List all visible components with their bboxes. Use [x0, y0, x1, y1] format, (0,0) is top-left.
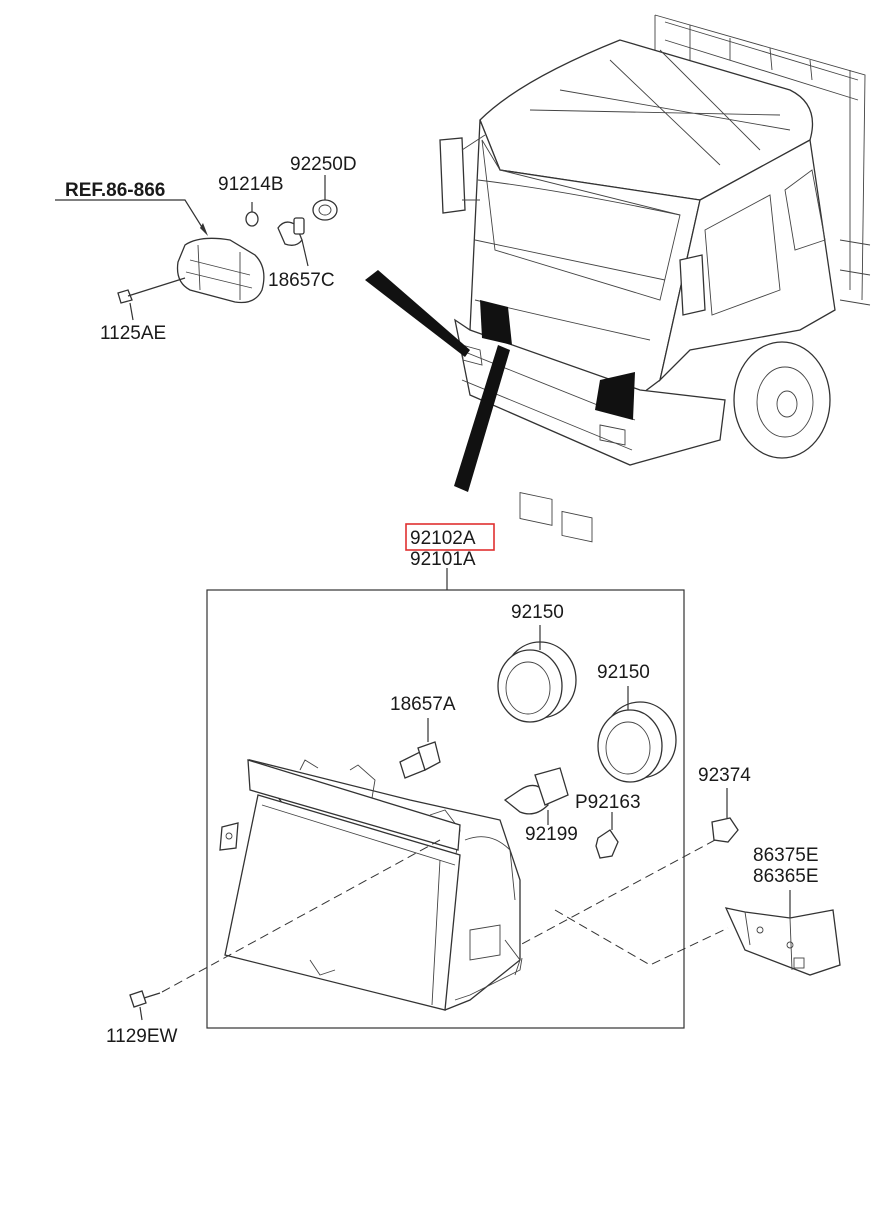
label-92199[interactable]: 92199 — [525, 824, 578, 845]
label-92374[interactable]: 92374 — [698, 765, 751, 786]
bulb-92199 — [503, 767, 569, 825]
grommet-92374 — [519, 788, 739, 946]
bulb-18657a — [399, 718, 441, 779]
highlight-box-92102a — [405, 523, 495, 551]
label-1125ae[interactable]: 1125AE — [100, 323, 166, 344]
truck-illustration — [365, 14, 871, 543]
screw-1129ew — [129, 839, 441, 1021]
label-1129ew[interactable]: 1129EW — [106, 1026, 178, 1047]
label-86365e[interactable]: 86365E — [753, 866, 819, 887]
part-p92163 — [595, 812, 619, 859]
label-p92163[interactable]: P92163 — [575, 792, 641, 813]
assembly-frame — [206, 589, 685, 1029]
ring-92150-b — [597, 686, 677, 783]
label-92102a[interactable]: 92102A — [410, 528, 476, 549]
label-92150-a[interactable]: 92150 — [511, 602, 564, 623]
label-18657c[interactable]: 18657C — [268, 270, 335, 291]
ring-92150-a — [497, 625, 577, 723]
label-ref-86-866[interactable]: REF.86-866 — [65, 180, 165, 201]
label-91214b[interactable]: 91214B — [218, 174, 284, 195]
label-92101a[interactable]: 92101A — [410, 549, 476, 570]
upper-lamp-group — [55, 175, 338, 321]
bracket-86375e — [554, 890, 841, 976]
label-92250d[interactable]: 92250D — [290, 154, 357, 175]
label-18657a[interactable]: 18657A — [390, 694, 456, 715]
label-86375e[interactable]: 86375E — [753, 845, 819, 866]
headlamp-assembly — [219, 758, 523, 1011]
label-92150-b[interactable]: 92150 — [597, 662, 650, 683]
